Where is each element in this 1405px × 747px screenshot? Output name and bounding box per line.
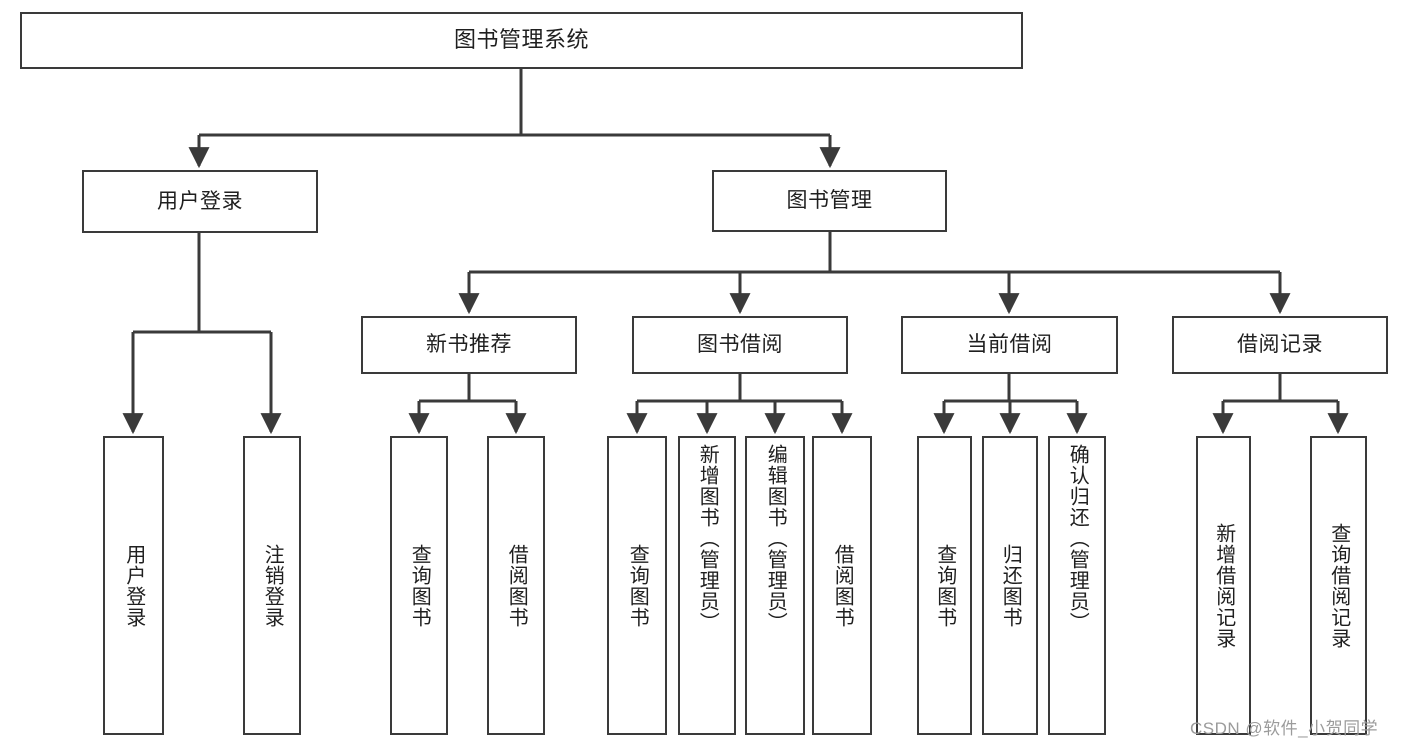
node-user-login[interactable]: 用户登录	[82, 170, 318, 233]
node-leaf-logout[interactable]: 注销登录	[243, 436, 301, 735]
node-root-label: 图书管理系统	[453, 27, 589, 53]
node-current-borrow-label: 当前借阅	[966, 333, 1053, 357]
node-book-borrow-label: 图书借阅	[697, 333, 783, 357]
node-new-book-recommend-label: 新书推荐	[426, 333, 512, 357]
node-leaf-add-book-label: 新增图书（管理员）	[696, 444, 719, 633]
node-leaf-add-record[interactable]: 新增借阅记录	[1196, 436, 1251, 735]
node-borrow-record-label: 借阅记录	[1237, 333, 1323, 357]
node-leaf-confirm-return[interactable]: 确认归还（管理员）	[1048, 436, 1106, 735]
node-leaf-query-book-1[interactable]: 查询图书	[390, 436, 448, 735]
node-leaf-add-record-label: 新增借阅记录	[1212, 522, 1235, 649]
node-leaf-return-book[interactable]: 归还图书	[982, 436, 1038, 735]
node-book-manage[interactable]: 图书管理	[712, 170, 947, 232]
node-leaf-query-book-3[interactable]: 查询图书	[917, 436, 972, 735]
node-leaf-query-record-label: 查询借阅记录	[1327, 522, 1350, 649]
node-current-borrow[interactable]: 当前借阅	[901, 316, 1118, 374]
node-new-book-recommend[interactable]: 新书推荐	[361, 316, 577, 374]
node-leaf-logout-label: 注销登录	[261, 543, 284, 628]
node-leaf-query-book-2-label: 查询图书	[626, 543, 649, 628]
node-book-borrow[interactable]: 图书借阅	[632, 316, 848, 374]
node-leaf-add-book[interactable]: 新增图书（管理员）	[678, 436, 736, 735]
node-leaf-borrow-book-1-label: 借阅图书	[505, 543, 528, 628]
node-leaf-user-login-label: 用户登录	[122, 543, 145, 628]
node-leaf-query-book-1-label: 查询图书	[408, 543, 431, 628]
node-leaf-query-book-3-label: 查询图书	[933, 543, 956, 628]
node-leaf-query-book-2[interactable]: 查询图书	[607, 436, 667, 735]
node-leaf-borrow-book-2[interactable]: 借阅图书	[812, 436, 872, 735]
node-leaf-return-book-label: 归还图书	[999, 543, 1022, 628]
node-root[interactable]: 图书管理系统	[20, 12, 1023, 69]
node-leaf-edit-book-label: 编辑图书（管理员）	[764, 444, 787, 633]
node-leaf-query-record[interactable]: 查询借阅记录	[1310, 436, 1367, 735]
node-leaf-borrow-book-2-label: 借阅图书	[831, 543, 854, 628]
node-user-login-label: 用户登录	[157, 189, 243, 213]
csdn-watermark: CSDN @软件_小贺同学	[1190, 719, 1379, 738]
node-book-manage-label: 图书管理	[786, 189, 873, 213]
node-leaf-edit-book[interactable]: 编辑图书（管理员）	[745, 436, 805, 735]
node-leaf-borrow-book-1[interactable]: 借阅图书	[487, 436, 545, 735]
node-leaf-confirm-return-label: 确认归还（管理员）	[1066, 444, 1089, 633]
node-leaf-user-login[interactable]: 用户登录	[103, 436, 164, 735]
node-borrow-record[interactable]: 借阅记录	[1172, 316, 1388, 374]
